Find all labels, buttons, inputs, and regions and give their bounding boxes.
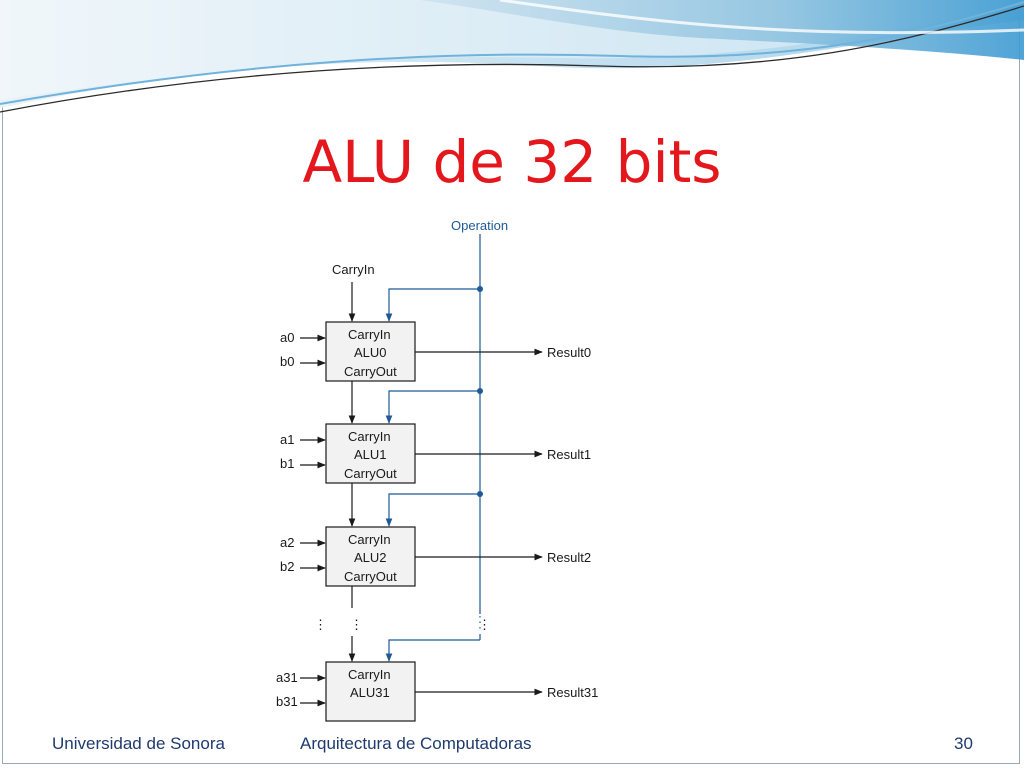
alu2-box [325,526,416,587]
alu31-result-label: Result31 [547,685,598,700]
alu-32bit-diagram: Operation CarryIn CarryIn ALU0 CarryOut … [276,218,598,722]
alu1-carry-in-label: CarryIn [348,429,391,444]
alu1-a-label: a1 [280,432,294,447]
operation-tap-alu1 [385,390,480,424]
alu0-result-label: Result0 [547,345,591,360]
operation-tap-alu0 [385,288,480,322]
operation-junction-alu1 [477,388,483,394]
alu2-carry-out-label: CarryOut [344,569,397,584]
slide-title: ALU de 32 bits [302,128,722,196]
alu1-carry-out-label: CarryOut [344,466,397,481]
header-wave-banner [0,0,1024,113]
alu2-b-label: b2 [280,559,294,574]
ellipsis-operation-bus: ⋮ [478,617,491,632]
alu1-b-label: b1 [280,456,294,471]
operation-tap-alu2 [385,493,480,527]
ellipsis-carry-chain: ⋮ [350,617,363,632]
alu2-name: ALU2 [354,550,387,565]
carry-in-top-label: CarryIn [332,262,375,277]
operation-tap-alu31 [385,639,480,662]
footer-course: Arquitectura de Computadoras [300,734,532,753]
alu1-box [325,423,416,484]
operation-label: Operation [451,218,508,233]
alu31-a-label: a31 [276,670,298,685]
alu0-carry-out-label: CarryOut [344,364,397,379]
footer-page-number: 30 [954,734,973,753]
alu0-carry-in-label: CarryIn [348,327,391,342]
alu31-b-label: b31 [276,694,298,709]
alu2-result-label: Result2 [547,550,591,565]
alu1-name: ALU1 [354,447,387,462]
alu31-box [325,661,416,722]
operation-junction-alu0 [477,286,483,292]
operation-junction-alu2 [477,491,483,497]
alu0-a-label: a0 [280,330,294,345]
footer-institution: Universidad de Sonora [52,734,225,753]
alu2-a-label: a2 [280,535,294,550]
alu31-carry-in-label: CarryIn [348,667,391,682]
alu31-name: ALU31 [350,685,390,700]
alu2-carry-in-label: CarryIn [348,532,391,547]
ellipsis-a-inputs: ⋮ [314,617,327,632]
alu1-result-label: Result1 [547,447,591,462]
alu0-b-label: b0 [280,354,294,369]
alu0-box [325,321,416,382]
alu0-name: ALU0 [354,345,387,360]
